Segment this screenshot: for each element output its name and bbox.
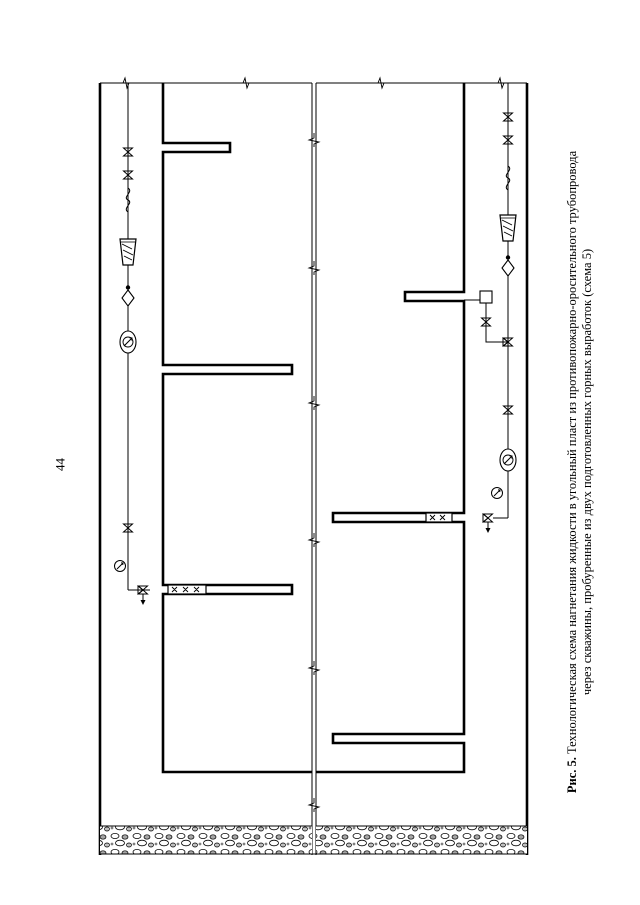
caption-label: Рис. 5. (565, 757, 579, 794)
drainage-arrow-icon (485, 522, 491, 533)
caption-line-2: через скважины, пробуренные из двух подг… (580, 248, 594, 696)
filter-icon (499, 214, 517, 242)
tank-icon (479, 290, 493, 304)
lower-working-walls (316, 82, 529, 855)
lower-pipeline (425, 83, 517, 533)
flow-meter-icon (119, 330, 137, 354)
hydraulic-packer-icon (167, 584, 207, 595)
hydraulic-packer-icon (425, 512, 453, 523)
upper-seam-outline (161, 83, 312, 774)
filter-icon (119, 238, 137, 266)
upper-working-walls (98, 82, 312, 855)
check-valve-icon (121, 284, 135, 307)
central-divider (308, 83, 320, 855)
drainage-arrow-icon (140, 594, 146, 605)
rock-backfill (100, 825, 527, 855)
pressure-gauge-icon (114, 560, 126, 572)
pressure-gauge-icon (491, 487, 503, 499)
flow-meter-icon (499, 448, 517, 472)
lower-seam-outline (316, 83, 466, 774)
upper-pipeline (114, 83, 207, 605)
caption-line-1: Технологическая схема нагнетания жидкост… (565, 150, 579, 754)
tank-branch (464, 290, 513, 347)
check-valve-icon (501, 254, 515, 277)
valve-icon (482, 513, 493, 523)
figure-caption: Рис. 5. Технологическая схема нагнетания… (565, 82, 595, 862)
